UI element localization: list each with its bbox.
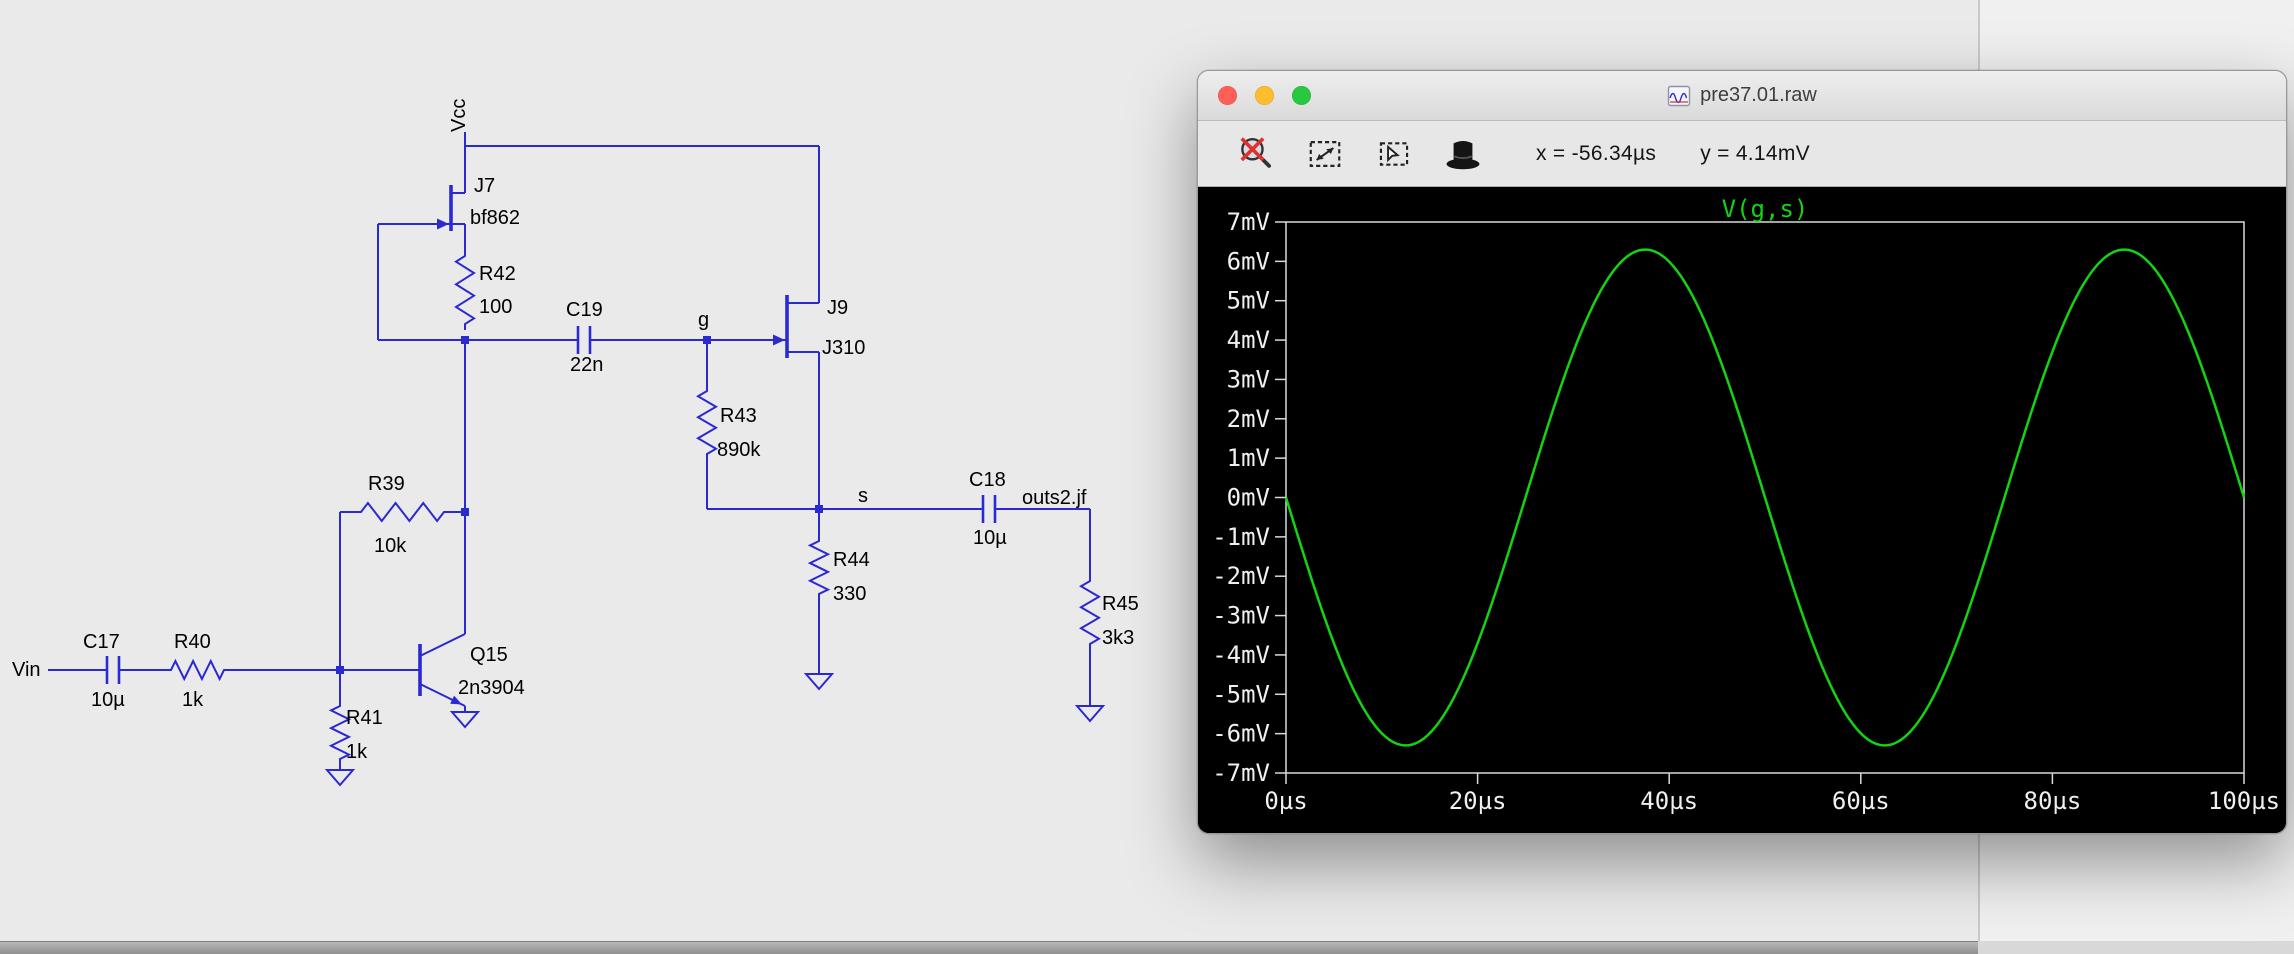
- label-j9-value: J310: [822, 337, 866, 359]
- maximize-button[interactable]: [1292, 86, 1311, 105]
- cursor-x-readout: x = -56.34µs: [1536, 141, 1657, 165]
- svg-text:60µs: 60µs: [1832, 787, 1890, 815]
- svg-text:7mV: 7mV: [1227, 208, 1270, 236]
- background-bottom-right: [1978, 941, 2294, 954]
- zoom-area-icon: [1309, 140, 1341, 167]
- label-c19-ref: C19: [566, 299, 603, 321]
- label-r39-ref: R39: [368, 473, 405, 495]
- label-q15-value: 2n3904: [458, 677, 525, 699]
- label-r45-ref: R45: [1102, 593, 1139, 615]
- label-r44-ref: R44: [833, 549, 870, 571]
- label-c17-ref: C17: [83, 631, 120, 653]
- label-r43-ref: R43: [720, 405, 757, 427]
- label-r41-ref: R41: [346, 707, 383, 729]
- toolbar: x = -56.34µs y = 4.14mV: [1198, 121, 2286, 187]
- label-vcc-net: Vcc: [448, 98, 470, 132]
- label-net-g: g: [698, 309, 710, 331]
- label-r39-value: 10k: [374, 535, 407, 557]
- close-button[interactable]: [1218, 86, 1237, 105]
- minimize-button[interactable]: [1255, 86, 1274, 105]
- svg-text:4mV: 4mV: [1227, 326, 1270, 354]
- waveform-viewer-window: pre37.01.raw: [1197, 70, 2287, 834]
- svg-text:V(g,s): V(g,s): [1722, 195, 1809, 223]
- zoom-disabled-button[interactable]: [1234, 131, 1278, 177]
- label-r40-ref: R40: [174, 631, 211, 653]
- label-r42-ref: R42: [479, 263, 516, 285]
- label-c19-value: 22n: [570, 354, 604, 376]
- svg-text:3mV: 3mV: [1227, 365, 1270, 393]
- svg-text:0mV: 0mV: [1227, 484, 1270, 512]
- waveform-plot: 7mV 6mV 5mV 4mV 3mV 2mV 1mV 0mV -1mV -2mV -3mV -4mV…: [1198, 187, 2286, 833]
- zoom-cursor-button[interactable]: [1372, 131, 1416, 177]
- svg-text:-1mV: -1mV: [1212, 523, 1270, 551]
- svg-text:100µs: 100µs: [2208, 787, 2280, 815]
- svg-text:40µs: 40µs: [1640, 787, 1698, 815]
- label-q15-ref: Q15: [470, 644, 508, 666]
- titlebar[interactable]: pre37.01.raw: [1198, 71, 2286, 121]
- zoom-cursor-icon: [1379, 141, 1409, 166]
- schematic-drawing: [48, 132, 1106, 787]
- svg-text:1mV: 1mV: [1227, 444, 1270, 472]
- svg-text:-3mV: -3mV: [1212, 602, 1270, 630]
- svg-text:-4mV: -4mV: [1212, 641, 1270, 669]
- label-c18-value: 10µ: [973, 527, 1007, 549]
- window-title: pre37.01.raw: [1700, 84, 1817, 106]
- svg-text:-6mV: -6mV: [1212, 720, 1270, 748]
- label-r44-value: 330: [833, 583, 867, 605]
- label-j9-ref: J9: [827, 297, 849, 319]
- svg-text:2mV: 2mV: [1227, 405, 1270, 433]
- zoom-area-button[interactable]: [1303, 131, 1347, 177]
- label-vin-net: Vin: [12, 659, 41, 681]
- label-r45-value: 3k3: [1102, 627, 1135, 649]
- label-net-s: s: [858, 485, 868, 507]
- svg-text:6mV: 6mV: [1227, 247, 1270, 275]
- label-c18-ref: C18: [969, 469, 1006, 491]
- label-r41-value: 1k: [346, 741, 368, 763]
- svg-text:-2mV: -2mV: [1212, 562, 1270, 590]
- label-r43-value: 890k: [717, 439, 761, 461]
- svg-text:20µs: 20µs: [1449, 787, 1507, 815]
- svg-text:5mV: 5mV: [1227, 287, 1270, 315]
- svg-text:80µs: 80µs: [2024, 787, 2082, 815]
- plot-area[interactable]: 7mV 6mV 5mV 4mV 3mV 2mV 1mV 0mV -1mV -2mV -3mV -4mV…: [1198, 187, 2286, 833]
- label-j7-value: bf862: [470, 207, 521, 229]
- label-r42-value: 100: [479, 296, 513, 318]
- label-net-outs2: outs2.jf: [1022, 487, 1087, 509]
- label-r40-value: 1k: [182, 689, 204, 711]
- tophat-tool-button[interactable]: [1441, 131, 1485, 177]
- schematic-canvas[interactable]: Vcc J7 bf862 R42 100 C19 22n g J9 J310 R…: [0, 0, 1210, 954]
- svg-text:0µs: 0µs: [1264, 787, 1307, 815]
- svg-text:-5mV: -5mV: [1212, 680, 1270, 708]
- label-j7-ref: J7: [474, 175, 496, 197]
- cursor-y-readout: y = 4.14mV: [1700, 141, 1810, 165]
- waveform-document-icon: [1667, 85, 1691, 106]
- label-c17-value: 10µ: [91, 689, 125, 711]
- zoom-disabled-icon: [1240, 136, 1271, 168]
- tophat-icon: [1446, 140, 1480, 169]
- schematic-window-bottom-edge: [0, 941, 1978, 954]
- svg-text:-7mV: -7mV: [1212, 759, 1270, 787]
- window-controls: [1218, 71, 1311, 120]
